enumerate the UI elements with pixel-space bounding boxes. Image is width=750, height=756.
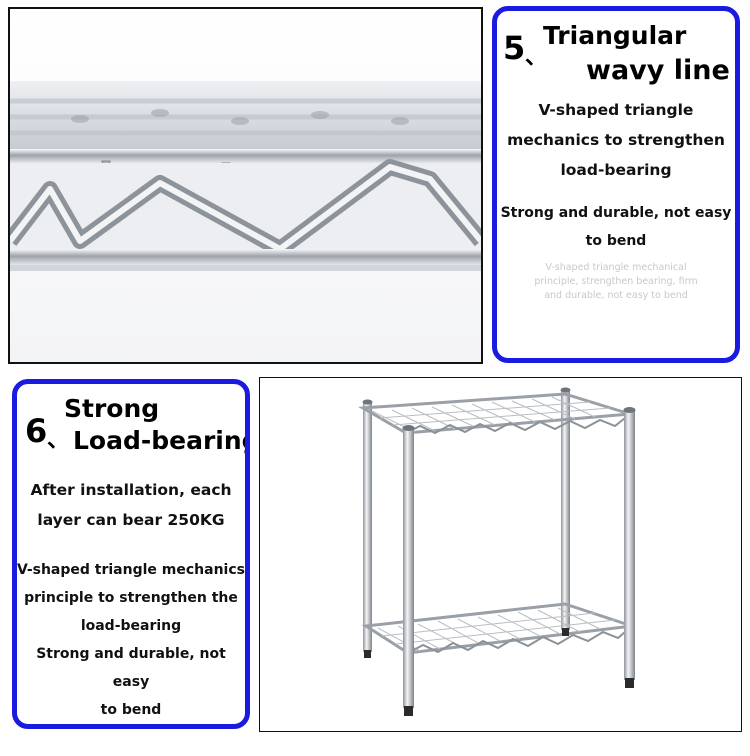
description-line: load-bearing: [560, 161, 672, 179]
feature-number-separator: 、: [47, 428, 70, 453]
description-line: After installation, each: [30, 481, 232, 499]
faint-caption: V-shaped triangle mechanical principle, …: [515, 261, 717, 303]
description-line: to bend: [100, 702, 162, 718]
description-line: Strong and durable, not easy: [36, 646, 226, 690]
feature-description: V-shaped triangle mechanics principle to…: [17, 556, 245, 724]
feature-capacity: After installation, each layer can bear …: [17, 475, 245, 535]
description-line: V-shaped triangle: [538, 101, 694, 119]
faint-caption-line: and durable, not easy to bend: [544, 290, 688, 301]
faint-caption-line: principle, strengthen bearing, firm: [534, 276, 698, 287]
feature-durability-note: Strong and durable, not easy to bend: [497, 199, 735, 255]
description-line: Strong and durable, not easy: [500, 205, 732, 221]
faint-caption-line: V-shaped triangle mechanical: [545, 262, 687, 273]
two-tier-wire-rack-illustration: [260, 378, 740, 730]
description-line: load-bearing: [80, 618, 182, 634]
description-line: V-shaped triangle mechanics: [17, 562, 245, 578]
feature-number: 5: [503, 29, 526, 67]
feature-card-triangular-wavy-line: 5 、 Triangular wavy line V-shaped triang…: [492, 6, 740, 363]
description-line: layer can bear 250KG: [37, 511, 225, 529]
feature-number: 6: [25, 412, 48, 450]
description-line: principle to strengthen the: [24, 590, 238, 606]
description-line: to bend: [585, 233, 647, 249]
feature-description: V-shaped triangle mechanics to strengthe…: [497, 95, 735, 185]
description-line: mechanics to strengthen: [507, 131, 725, 149]
wire-closeup-illustration: [10, 9, 481, 362]
wire-closeup-photo: [8, 7, 483, 364]
feature-title-line1: Triangular: [543, 21, 687, 50]
feature-title-line1: Strong: [64, 394, 160, 423]
feature-card-strong-load-bearing: 6 、 Strong Load-bearing After installati…: [12, 379, 250, 729]
feature-number-separator: 、: [525, 45, 548, 70]
feature-title-line2: Load-bearing: [73, 426, 250, 455]
feature-title-line2: wavy line: [586, 55, 730, 86]
rack-product-photo: [259, 377, 742, 732]
